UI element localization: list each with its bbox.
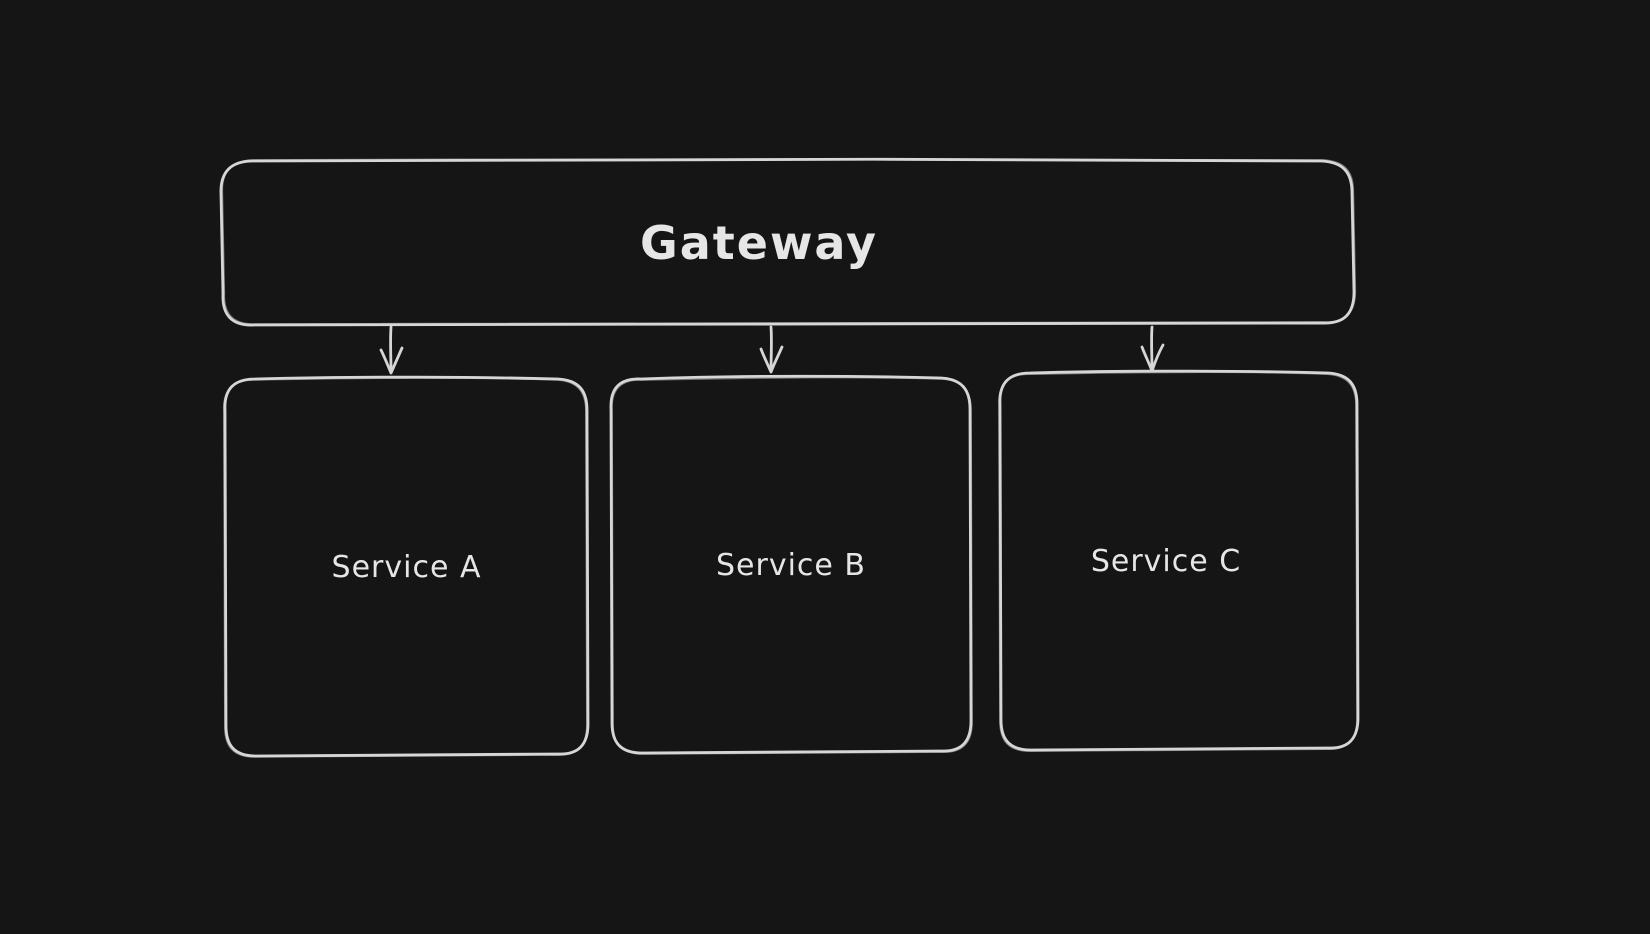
edge-gateway-service-a (379, 325, 404, 375)
service-b-box-outline (609, 374, 973, 755)
service-c-box (998, 369, 1360, 752)
service-a-box-outline-overdraw (223, 377, 588, 758)
service-a-box-outline (223, 375, 590, 758)
gateway-box (219, 157, 1357, 327)
gateway-box-outline (219, 157, 1356, 327)
service-b-box-outline-overdraw (611, 377, 973, 755)
gateway-box-outline-overdraw (221, 157, 1357, 325)
edge-gateway-service-c (1140, 325, 1165, 373)
service-c-box-outline-overdraw (998, 371, 1358, 752)
service-c-box-outline (998, 369, 1360, 752)
arrow-head (379, 346, 404, 375)
arrow-head (1140, 343, 1165, 373)
arrow-head (759, 345, 784, 374)
service-b-box (609, 374, 973, 755)
service-a-box (223, 375, 590, 758)
edge-gateway-service-b (759, 325, 784, 374)
